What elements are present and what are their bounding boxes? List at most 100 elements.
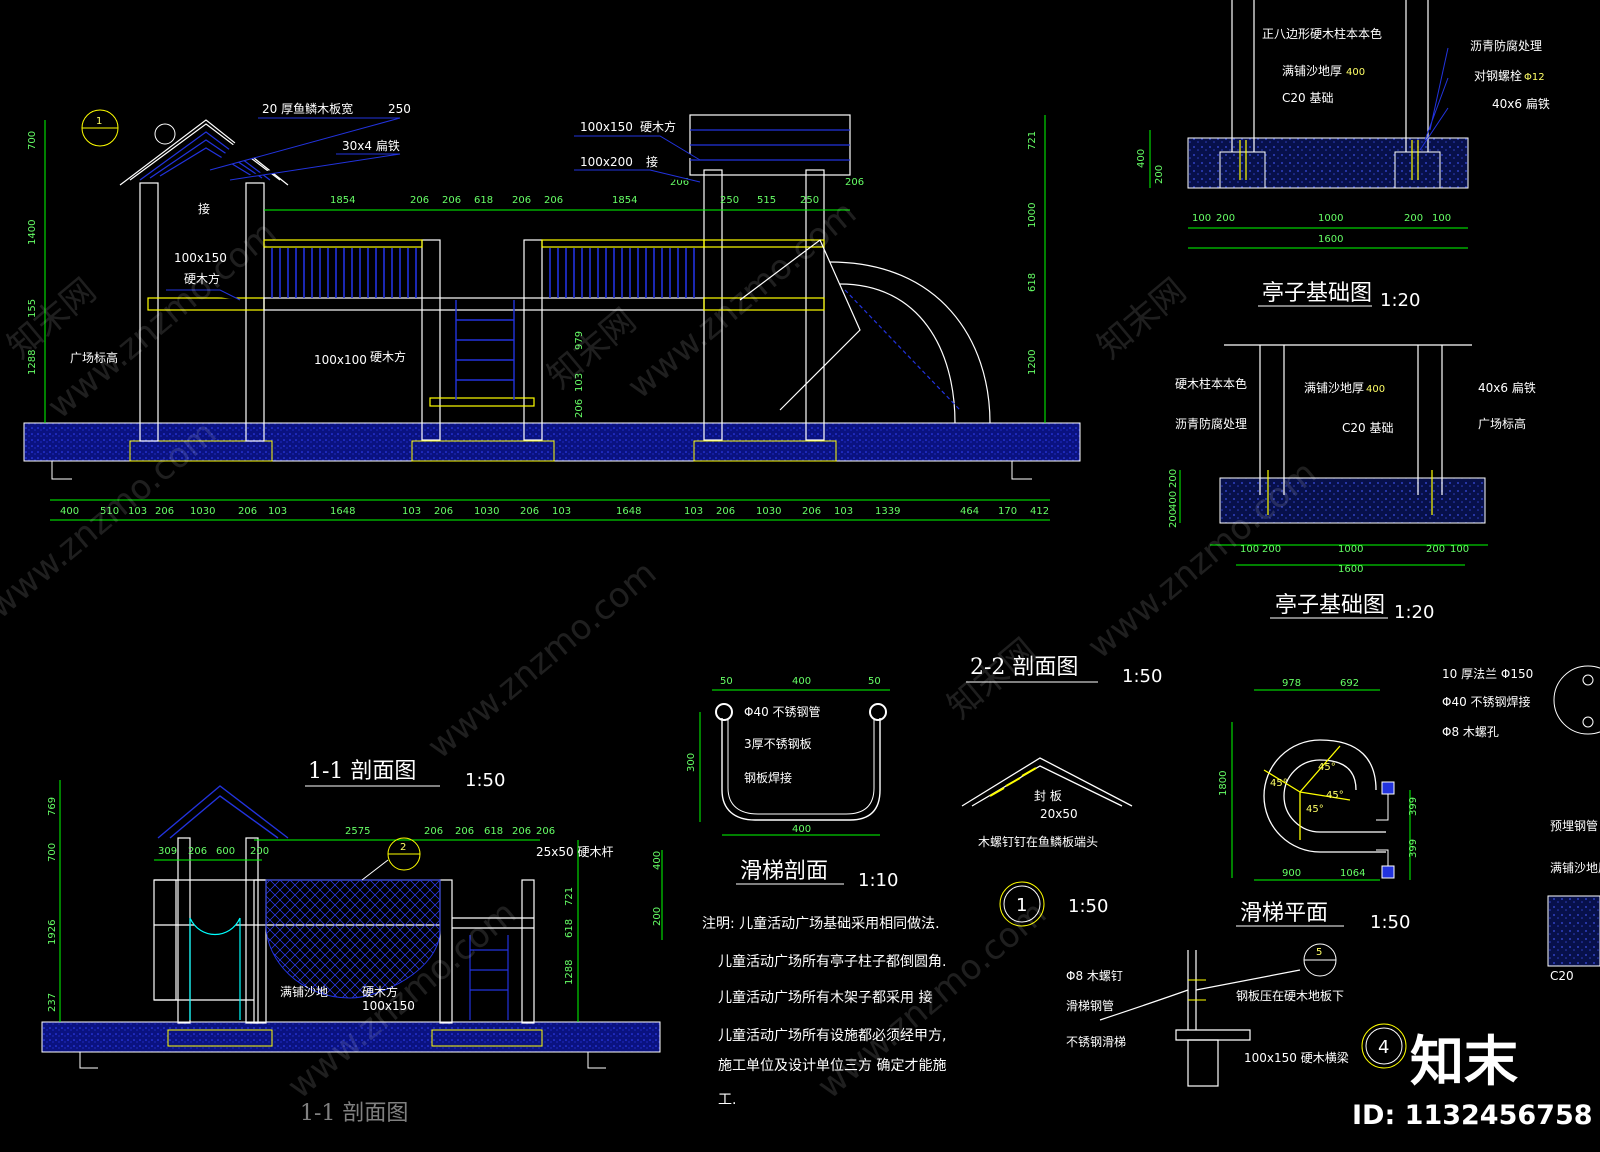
svg-text:206: 206 (536, 826, 555, 837)
balusters (271, 248, 695, 298)
svg-text:1648: 1648 (616, 506, 641, 517)
bottom-dims: 400 510 103 206 1030 206 103 1648 103 20… (60, 506, 1049, 517)
svg-text:100: 100 (1432, 213, 1451, 224)
svg-text:45°: 45° (1306, 804, 1324, 815)
roof-note-val: 250 (388, 102, 411, 116)
svg-text:封 板: 封 板 (1034, 789, 1062, 803)
svg-text:45°: 45° (1326, 790, 1344, 801)
found1-label: 满铺沙地厚 (1282, 64, 1342, 78)
svg-text:硬木方: 硬木方 (362, 984, 398, 999)
svg-text:1:50: 1:50 (1068, 896, 1108, 917)
watermark-text: www.znzmo.com (1080, 453, 1324, 667)
deck-beam (703, 297, 825, 311)
found1-val: Φ12 (1524, 72, 1545, 83)
svg-text:600: 600 (216, 846, 235, 857)
svg-text:钢板压在硬木地板下: 钢板压在硬木地板下 (1236, 989, 1344, 1003)
svg-text:50: 50 (868, 676, 881, 687)
svg-text:399: 399 (1408, 797, 1419, 816)
detail5-bubble: 5 (1303, 943, 1337, 977)
detail-5: 5 Φ8 木螺钉 滑梯钢管 不锈钢滑梯 钢板压在硬木地板下 100x150 硬木… (1066, 943, 1407, 1087)
section-1-1: 1-1 剖面图 1:50 (41, 759, 661, 1126)
svg-text:200: 200 (1154, 165, 1165, 184)
dim-left: 1400 (27, 220, 38, 245)
svg-text:满铺沙地厚: 满铺沙地厚 (1550, 861, 1600, 875)
watermark-text: www.znzmo.com (620, 193, 864, 407)
svg-text:206: 206 (442, 195, 461, 206)
ladder (455, 300, 515, 400)
watermark-text: 知末网 (1090, 271, 1194, 367)
svg-text:200: 200 (1404, 213, 1423, 224)
svg-text:1600: 1600 (1338, 564, 1363, 575)
watermark-text: www.znzmo.com (420, 553, 664, 767)
svg-text:206: 206 (512, 826, 531, 837)
svg-text:400: 400 (1136, 149, 1147, 168)
svg-text:200: 200 (1262, 544, 1281, 555)
svg-text:100x150 硬木横梁: 100x150 硬木横梁 (1244, 1050, 1349, 1065)
board1-size: 100x150 (580, 120, 633, 134)
svg-text:206: 206 (802, 506, 821, 517)
dim-left: 1288 (27, 350, 38, 375)
detail4-bubble: 4 (1361, 1023, 1407, 1069)
right-edge-detail: 10 厚法兰 Φ150 Φ40 不锈钢焊接 Φ8 木螺孔 预埋钢管 满铺沙地厚 … (1442, 665, 1600, 983)
svg-text:100: 100 (1192, 213, 1211, 224)
svg-text:1000: 1000 (1338, 544, 1363, 555)
watermark-layer: www.znzmo.com 知末网 www.znzmo.com 知末网 www.… (0, 193, 1324, 1107)
svg-text:200: 200 (1168, 509, 1179, 528)
svg-text:1648: 1648 (330, 506, 355, 517)
slide-plan-scale: 1:50 (1370, 912, 1410, 933)
svg-text:钢板焊接: 钢板焊接 (744, 770, 792, 785)
svg-text:满铺沙地厚: 满铺沙地厚 (1304, 381, 1364, 395)
section-2-2: 2-2 剖面图 1:50 封 板 20x50 木螺钉钉在鱼鳞板端头 (961, 655, 1162, 849)
rail-top (541, 239, 705, 248)
found2-scale: 1:20 (1394, 602, 1434, 623)
svg-text:103: 103 (684, 506, 703, 517)
iron-note: 30x4 扁铁 (342, 139, 400, 153)
svg-text:40x6 扁铁: 40x6 扁铁 (1478, 381, 1536, 395)
svg-text:300: 300 (686, 753, 697, 772)
svg-text:510: 510 (100, 506, 119, 517)
svg-text:沥青防腐处理: 沥青防腐处理 (1175, 416, 1247, 431)
found1-label: 40x6 扁铁 (1492, 97, 1550, 111)
svg-text:170: 170 (998, 506, 1017, 517)
svg-text:200: 200 (1216, 213, 1235, 224)
svg-text:C20: C20 (1550, 969, 1574, 983)
svg-text:206: 206 (845, 177, 864, 188)
svg-text:206: 206 (512, 195, 531, 206)
svg-text:1800: 1800 (1218, 771, 1229, 796)
found1-label: 对钢螺栓 (1474, 68, 1522, 83)
svg-text:不锈钢滑梯: 不锈钢滑梯 (1066, 1035, 1126, 1049)
section-bubble: 1 (81, 109, 176, 147)
svg-text:206: 206 (455, 826, 474, 837)
svg-text:45°: 45° (1318, 762, 1336, 773)
svg-text:206: 206 (434, 506, 453, 517)
svg-text:412: 412 (1030, 506, 1049, 517)
found1-label: 正八边形硬木柱本本色 (1262, 26, 1382, 41)
dim-mid: 103 (574, 373, 585, 392)
found1-scale: 1:20 (1380, 290, 1420, 311)
svg-text:4: 4 (1378, 1037, 1389, 1058)
found1-title: 亭子基础图 (1262, 281, 1372, 306)
svg-text:206: 206 (188, 846, 207, 857)
note-line: 注明: 儿童活动广场基础采用相同做法. (702, 915, 940, 932)
brand-logo: 知末 (1410, 1030, 1518, 1093)
svg-text:1030: 1030 (474, 506, 499, 517)
found1-label: 沥青防腐处理 (1470, 38, 1542, 53)
svg-text:103: 103 (268, 506, 287, 517)
svg-text:700: 700 (47, 843, 58, 862)
svg-text:206: 206 (155, 506, 174, 517)
svg-text:C20 基础: C20 基础 (1342, 421, 1393, 435)
svg-text:200: 200 (250, 846, 269, 857)
svg-text:400: 400 (792, 676, 811, 687)
svg-text:464: 464 (960, 506, 979, 517)
svg-text:25x50 硬木杆: 25x50 硬木杆 (536, 845, 613, 859)
pavilion-post (523, 239, 543, 441)
dim-right: 618 (1027, 273, 1038, 292)
svg-text:1854: 1854 (612, 195, 637, 206)
slide-plan: 978 692 900 1064 1800 399 399 45° 45° 45… (1218, 678, 1419, 933)
svg-text:50: 50 (720, 676, 733, 687)
svg-text:1: 1 (96, 116, 102, 127)
pavilion-post (139, 182, 159, 442)
footing (129, 440, 273, 462)
svg-text:1339: 1339 (875, 506, 900, 517)
brand-badge: 知末 ID: 1132456758 (1352, 1030, 1593, 1131)
